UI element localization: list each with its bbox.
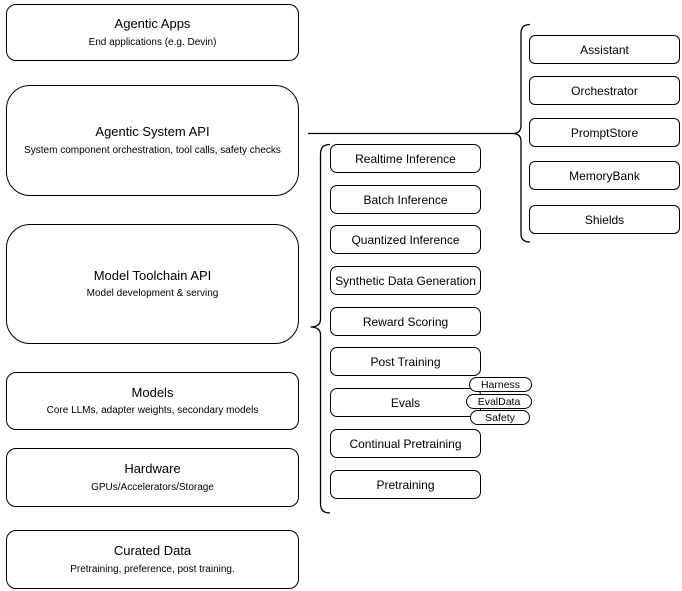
node-assistant: Assistant [529, 35, 680, 64]
toolchain-bracket [310, 143, 331, 514]
node-reward-scoring: Reward Scoring [330, 307, 481, 336]
node-promptstore: PromptStore [529, 118, 680, 147]
node-subtitle: Core LLMs, adapter weights, secondary mo… [46, 405, 259, 417]
node-subtitle: System component orchestration, tool cal… [24, 144, 281, 156]
node-title: Agentic System API [95, 124, 210, 140]
node-title: Agentic Apps [114, 16, 191, 32]
tag-label: Safety [485, 411, 515, 424]
node-models: Models Core LLMs, adapter weights, secon… [6, 372, 299, 430]
node-label: Quantized Inference [351, 232, 460, 247]
node-label: Reward Scoring [362, 314, 449, 329]
node-label: Post Training [370, 354, 441, 369]
node-shields: Shields [529, 205, 680, 234]
node-pretraining: Pretraining [330, 470, 481, 499]
node-subtitle: End applications (e.g. Devin) [88, 36, 217, 48]
node-curated-data: Curated Data Pretraining, preference, po… [6, 530, 299, 589]
node-hardware: Hardware GPUs/Accelerators/Storage [6, 448, 299, 507]
node-label: PromptStore [570, 125, 639, 140]
node-batch-inference: Batch Inference [330, 185, 481, 214]
node-label: Pretraining [376, 477, 435, 492]
node-evals: Evals [330, 388, 481, 417]
node-label: MemoryBank [569, 168, 640, 183]
node-agentic-apps: Agentic Apps End applications (e.g. Devi… [6, 4, 299, 61]
node-title: Models [131, 384, 174, 400]
tag-harness: Harness [469, 377, 532, 392]
node-label: Evals [390, 395, 421, 410]
node-subtitle: Pretraining, preference, post training. [70, 563, 235, 575]
tag-evaldata: EvalData [466, 394, 532, 409]
node-label: Assistant [580, 42, 629, 57]
node-title: Curated Data [113, 543, 192, 559]
node-label: Shields [584, 212, 625, 227]
node-continual-pretraining: Continual Pretraining [330, 429, 481, 458]
node-post-training: Post Training [330, 347, 481, 376]
node-quantized-inference: Quantized Inference [330, 225, 481, 254]
node-subtitle: GPUs/Accelerators/Storage [91, 481, 214, 493]
node-subtitle: Model development & serving [86, 288, 219, 300]
node-title: Model Toolchain API [93, 267, 212, 283]
node-memorybank: MemoryBank [529, 161, 680, 190]
tag-label: EvalData [477, 395, 521, 408]
node-label: Batch Inference [363, 192, 448, 207]
node-synthetic-data-generation: Synthetic Data Generation [330, 266, 481, 295]
node-label: Realtime Inference [355, 151, 456, 166]
node-title: Hardware [124, 461, 181, 477]
node-orchestrator: Orchestrator [529, 76, 680, 105]
system-bracket [512, 23, 531, 243]
tag-label: Harness [480, 378, 521, 391]
tag-safety: Safety [470, 410, 530, 425]
node-label: Continual Pretraining [349, 436, 462, 451]
node-agentic-system-api: Agentic System API System component orch… [6, 85, 299, 196]
node-label: Orchestrator [571, 83, 638, 98]
node-label: Synthetic Data Generation [335, 273, 476, 288]
node-model-toolchain-api: Model Toolchain API Model development & … [6, 224, 299, 344]
node-realtime-inference: Realtime Inference [330, 144, 481, 173]
